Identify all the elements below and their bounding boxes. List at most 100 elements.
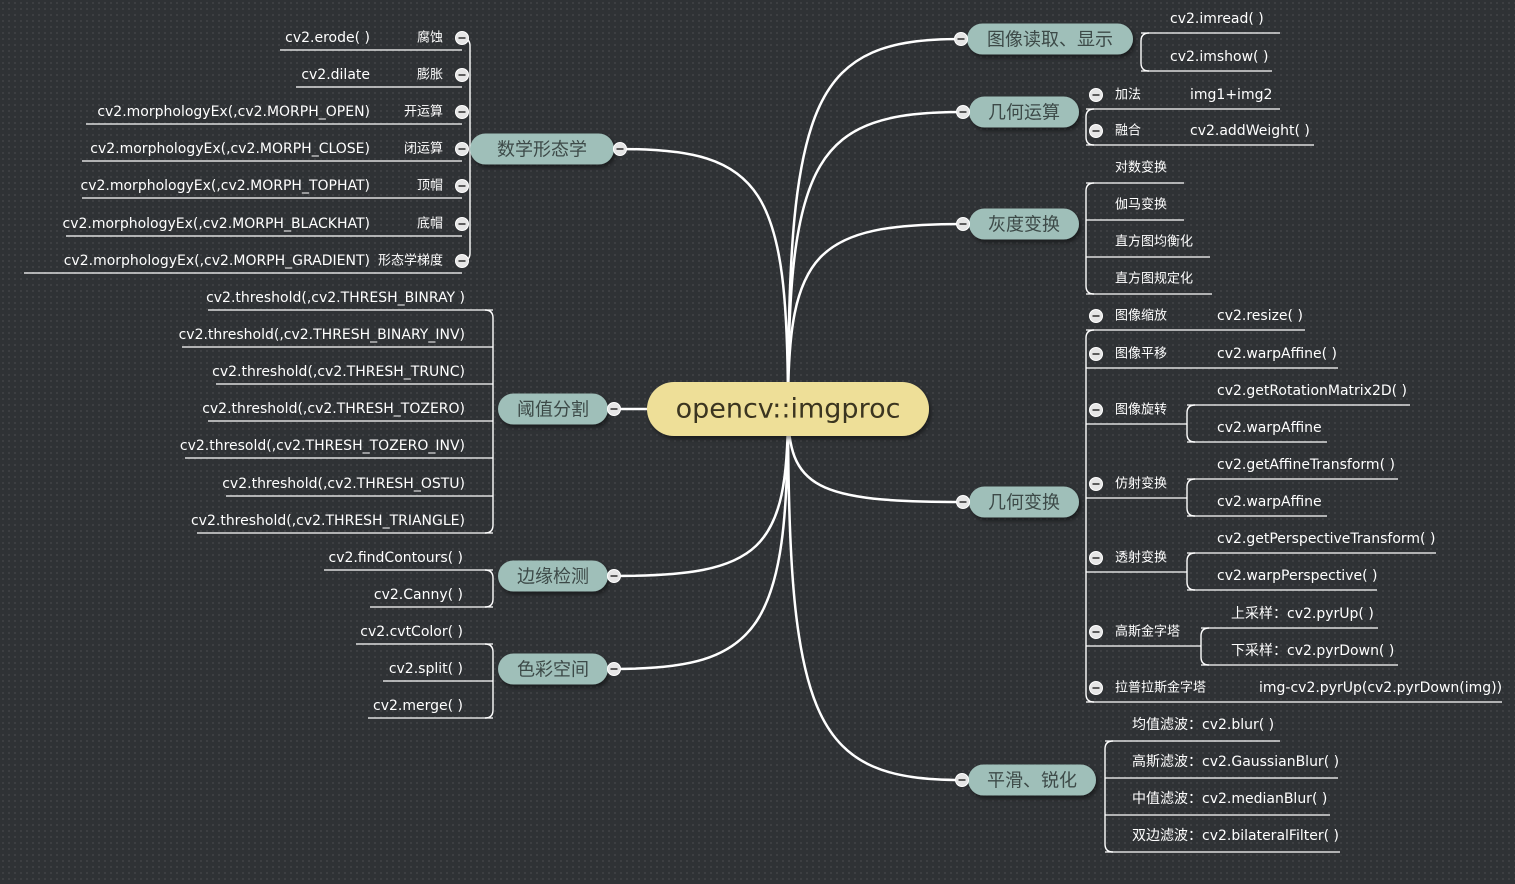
gray-leaf: 直方图均衡化 xyxy=(1115,234,1193,250)
sub-toggle-icon[interactable] xyxy=(1089,347,1103,361)
sub-toggle-icon[interactable] xyxy=(455,105,469,119)
io-bracket xyxy=(1140,32,1150,72)
edge-leaf: cv2.Canny( ) xyxy=(374,587,463,603)
morph-sub-label: 膨胀 xyxy=(417,68,443,83)
sub-toggle-icon[interactable] xyxy=(1089,681,1103,695)
edge-leaf: cv2.findContours( ) xyxy=(329,550,463,566)
arith-code: cv2.addWeight( ) xyxy=(1190,123,1310,139)
color-leaf: cv2.merge( ) xyxy=(373,698,463,714)
arith-sub-label: 融合 xyxy=(1115,124,1141,139)
threshold-leaf: cv2.threshold(,cv2.THRESH_TOZERO) xyxy=(202,401,465,417)
connector-arith xyxy=(786,110,964,410)
connector-gray xyxy=(786,222,964,410)
morph-code: cv2.morphologyEx(,cv2.MORPH_BLACKHAT) xyxy=(63,216,370,232)
gray-leaf: 对数变换 xyxy=(1115,160,1167,176)
sub-toggle-icon[interactable] xyxy=(1089,309,1103,323)
gray-leaf: 直方图规定化 xyxy=(1115,271,1193,287)
geo-code: cv2.warpAffine xyxy=(1217,420,1322,436)
branch-label-edge: 边缘检测 xyxy=(517,567,589,588)
sub-toggle-icon[interactable] xyxy=(1089,124,1103,138)
smooth-leaf: 均值滤波：cv2.blur( ) xyxy=(1132,717,1274,733)
edge-bracket xyxy=(484,569,494,608)
connector-geo xyxy=(786,408,964,504)
morph-sub-label: 顶帽 xyxy=(417,178,443,194)
morph-sub-label: 腐蚀 xyxy=(417,31,443,46)
branch-toggle-icon[interactable] xyxy=(607,662,621,676)
geo-sub-label: 透射变换 xyxy=(1115,550,1167,566)
sub-toggle-icon[interactable] xyxy=(1089,477,1103,491)
branch-toggle-icon[interactable] xyxy=(955,773,969,787)
smooth-leaf: 中值滤波：cv2.medianBlur( ) xyxy=(1132,791,1327,807)
color-leaf: cv2.cvtColor( ) xyxy=(360,624,463,640)
sub-toggle-icon[interactable] xyxy=(455,31,469,45)
sub-toggle-icon[interactable] xyxy=(1089,88,1103,102)
sub-toggle-icon[interactable] xyxy=(455,217,469,231)
branch-threshold[interactable] xyxy=(498,393,608,425)
smooth-bracket xyxy=(1104,740,1114,853)
branch-label-io: 图像读取、显示 xyxy=(987,30,1113,51)
geo-bracket xyxy=(1085,329,1095,703)
geo-code: cv2.warpAffine( ) xyxy=(1217,346,1337,362)
branch-gray[interactable] xyxy=(969,208,1079,240)
geo-code: cv2.getPerspectiveTransform( ) xyxy=(1217,531,1435,547)
sub-toggle-icon[interactable] xyxy=(1089,625,1103,639)
arith-code: img1+img2 xyxy=(1190,87,1272,103)
branch-toggle-icon[interactable] xyxy=(607,569,621,583)
root-node[interactable] xyxy=(647,382,929,436)
morph-code: cv2.morphologyEx(,cv2.MORPH_CLOSE) xyxy=(90,141,370,157)
branch-toggle-icon[interactable] xyxy=(613,142,627,156)
smooth-leaf: 双边滤波：cv2.bilateralFilter( ) xyxy=(1132,828,1339,844)
geo-code: cv2.resize( ) xyxy=(1217,308,1303,324)
morph-code: cv2.morphologyEx(,cv2.MORPH_TOPHAT) xyxy=(81,178,370,194)
geo-sub-label: 图像缩放 xyxy=(1115,308,1167,324)
branch-smooth[interactable] xyxy=(968,764,1096,796)
geo-sub-bracket xyxy=(1186,552,1196,591)
branch-toggle-icon[interactable] xyxy=(956,105,970,119)
sub-toggle-icon[interactable] xyxy=(455,142,469,156)
morph-code: cv2.erode( ) xyxy=(285,30,370,46)
geo-code: cv2.getAffineTransform( ) xyxy=(1217,457,1395,473)
sub-toggle-icon[interactable] xyxy=(455,68,469,82)
branch-toggle-icon[interactable] xyxy=(607,402,621,416)
branch-toggle-icon[interactable] xyxy=(956,217,970,231)
gray-leaf: 伽马变换 xyxy=(1115,197,1167,213)
sub-toggle-icon[interactable] xyxy=(455,254,469,268)
branch-color[interactable] xyxy=(498,653,608,685)
geo-sub-label: 高斯金字塔 xyxy=(1115,624,1180,640)
branch-geo[interactable] xyxy=(969,486,1079,518)
geo-sub-bracket xyxy=(1186,478,1196,517)
sub-toggle-icon[interactable] xyxy=(455,179,469,193)
geo-sub-label: 仿射变换 xyxy=(1115,476,1167,492)
branch-morph[interactable] xyxy=(470,133,614,165)
branch-io[interactable] xyxy=(967,23,1133,55)
branch-arith[interactable] xyxy=(969,96,1079,128)
branch-label-smooth: 平滑、锐化 xyxy=(987,771,1077,792)
threshold-leaf: cv2.threshold(,cv2.THRESH_BINRAY ) xyxy=(206,290,465,306)
connector-color xyxy=(613,408,790,671)
branch-edge[interactable] xyxy=(498,560,608,592)
morph-code: cv2.dilate xyxy=(301,67,370,83)
geo-sub-label: 图像旋转 xyxy=(1115,403,1167,418)
sub-toggle-icon[interactable] xyxy=(1089,403,1103,417)
branch-label-morph: 数学形态学 xyxy=(497,140,587,161)
morph-sub-label: 底帽 xyxy=(417,216,443,232)
morph-code: cv2.morphologyEx(,cv2.MORPH_OPEN) xyxy=(97,104,370,120)
branch-toggle-icon[interactable] xyxy=(956,495,970,509)
arith-sub-label: 加法 xyxy=(1115,88,1141,103)
geo-sub-label: 图像平移 xyxy=(1115,347,1167,362)
geo-code: img-cv2.pyrUp(cv2.pyrDown(img)) xyxy=(1259,680,1502,696)
threshold-leaf: cv2.threshold(,cv2.THRESH_BINARY_INV) xyxy=(179,327,465,343)
morph-sub-label: 闭运算 xyxy=(404,142,443,157)
connector-io xyxy=(786,37,962,410)
threshold-leaf: cv2.thresold(,cv2.THRESH_TOZERO_INV) xyxy=(180,438,465,454)
arith-bracket xyxy=(1085,108,1095,146)
branch-toggle-icon[interactable] xyxy=(954,32,968,46)
gray-bracket xyxy=(1085,182,1095,295)
threshold-leaf: cv2.threshold(,cv2.THRESH_TRIANGLE) xyxy=(191,513,465,529)
geo-code: cv2.warpAffine xyxy=(1217,494,1322,510)
branch-label-arith: 几何运算 xyxy=(988,103,1060,124)
root-label: opencv::imgproc xyxy=(676,394,901,425)
sub-toggle-icon[interactable] xyxy=(1089,551,1103,565)
branch-label-gray: 灰度变换 xyxy=(988,215,1060,236)
morph-sub-label: 形态学梯度 xyxy=(378,253,443,269)
